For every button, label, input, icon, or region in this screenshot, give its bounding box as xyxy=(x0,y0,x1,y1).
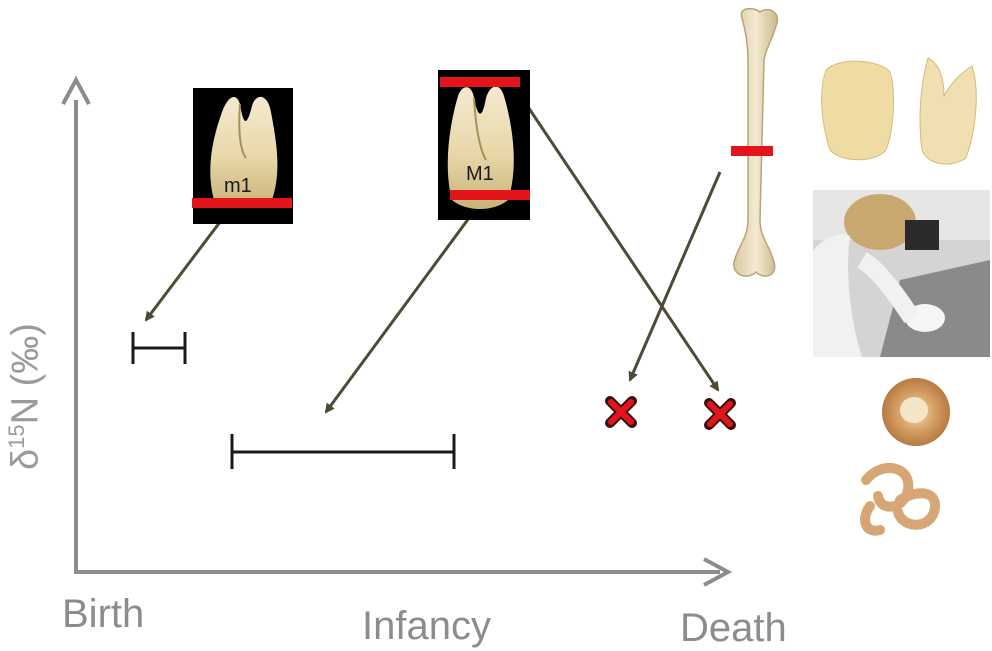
arrow-m1-to-range xyxy=(146,222,220,320)
x-label-infancy: Infancy xyxy=(362,606,491,646)
femur-bone-icon xyxy=(731,9,777,276)
dentine-ring-icon xyxy=(882,378,950,446)
y-axis-label: δ15N (‰) xyxy=(6,323,45,470)
tooth-fragment-icon xyxy=(822,58,977,164)
arrow-bone-to-marker xyxy=(630,172,720,380)
deciduous-molar-icon xyxy=(192,88,293,224)
x-label-death: Death xyxy=(680,608,787,648)
deciduous-molar-label: m1 xyxy=(224,175,252,198)
dentine-curl-icon xyxy=(865,468,935,531)
permanent-range-bar xyxy=(232,434,454,469)
y-axis xyxy=(63,80,89,572)
arrow-M1-to-range xyxy=(326,218,469,412)
researcher-microscope-photo xyxy=(813,190,990,357)
deciduous-range-bar xyxy=(133,332,185,364)
permanent-molar-icon xyxy=(438,70,530,220)
x-axis xyxy=(74,559,728,585)
x-marker-icon xyxy=(709,403,731,425)
x-marker-icon xyxy=(610,401,632,423)
permanent-molar-label: M1 xyxy=(466,163,494,186)
x-label-birth: Birth xyxy=(62,594,144,634)
